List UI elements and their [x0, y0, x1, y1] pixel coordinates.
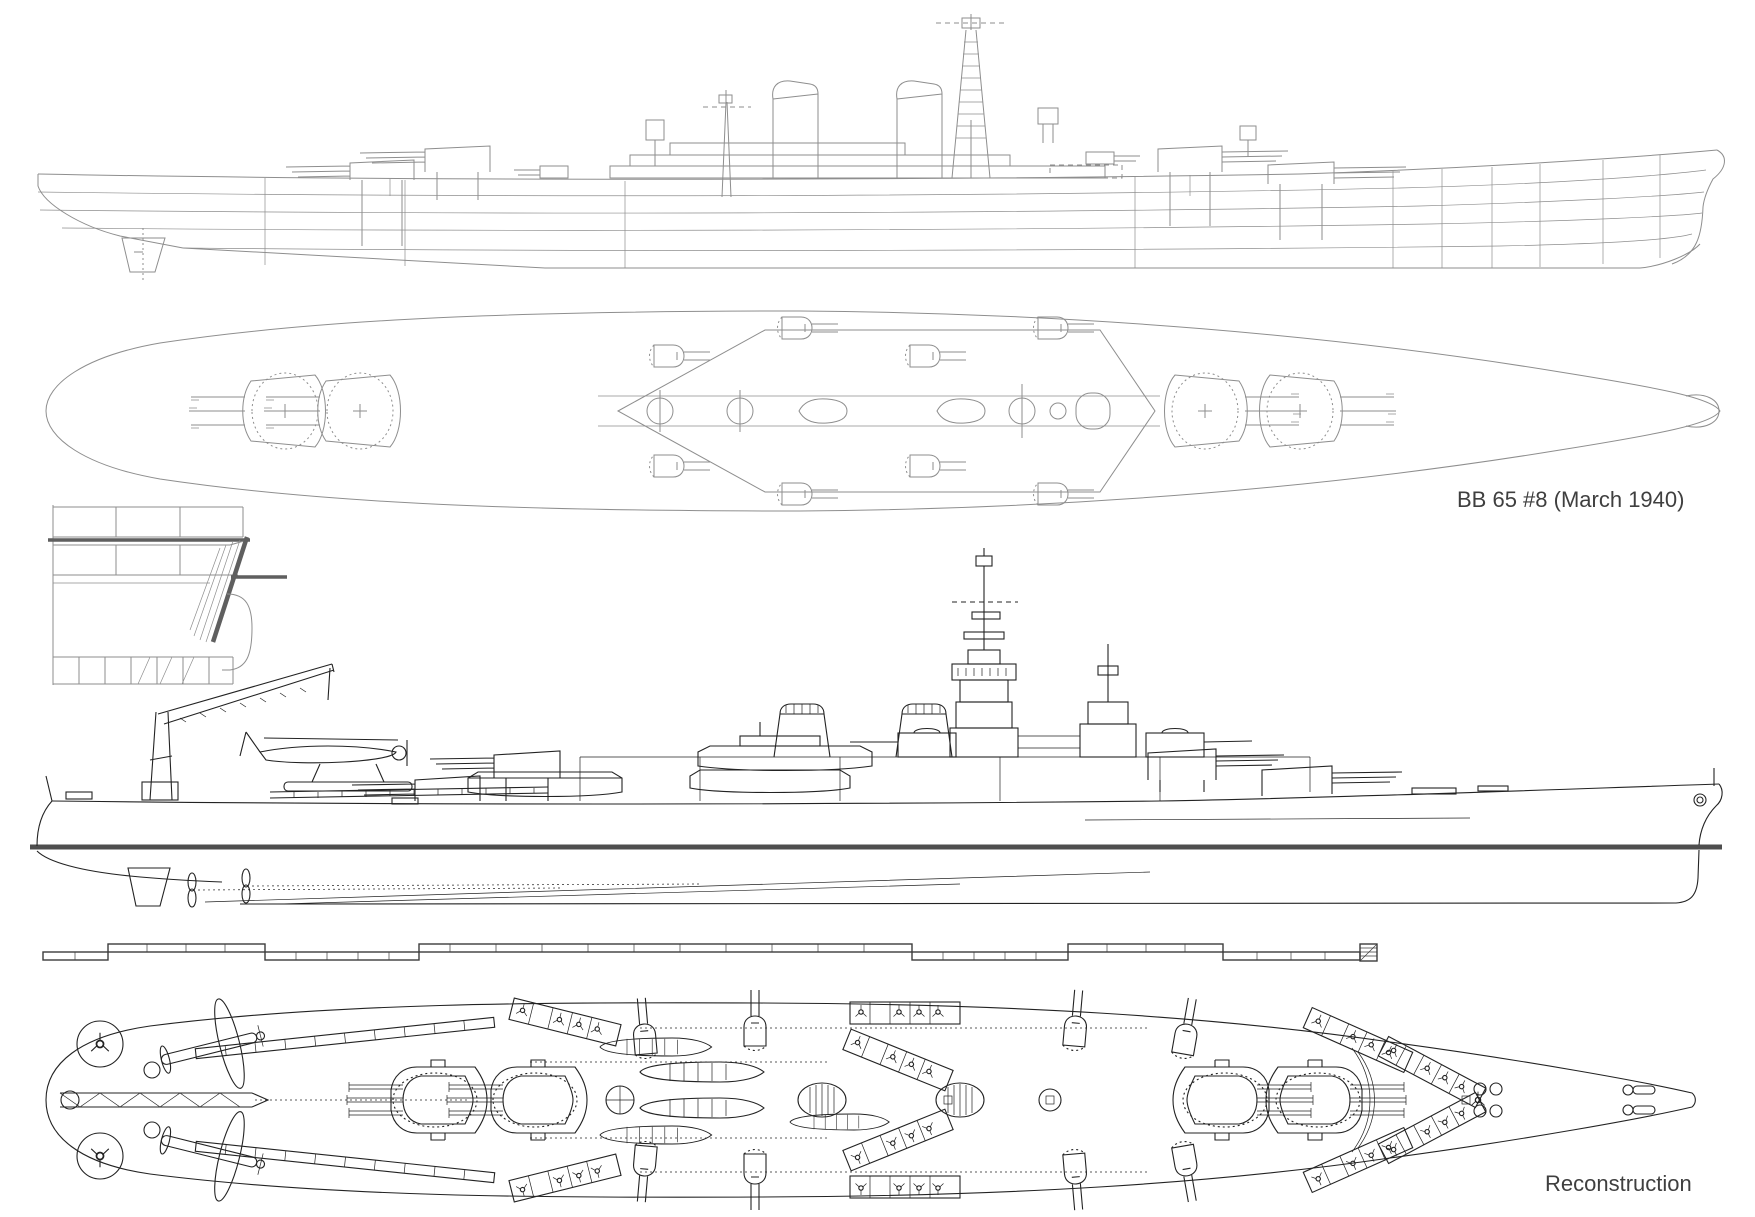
breakwater: [1351, 1047, 1375, 1153]
plan-1940-view: [45, 310, 1721, 512]
secondary-mounts: [850, 727, 1253, 758]
funnel-plan: [797, 1082, 985, 1118]
tower-mast: [949, 548, 1019, 758]
main-turret: [1172, 1059, 1314, 1141]
bow-detail-inset: [48, 505, 287, 685]
funnel-outline: [798, 398, 848, 424]
superstructure-plan: [598, 329, 1160, 493]
main-turret: [1265, 1059, 1407, 1141]
main-turrets: [351, 748, 1403, 801]
deck-fittings: [45, 768, 1715, 807]
seaplane: [239, 731, 413, 792]
deck-features-port: [76, 988, 1486, 1107]
main-turret: [263, 372, 401, 450]
funnels: [773, 703, 953, 758]
superstructure: [514, 107, 1257, 179]
centerline-features: [59, 1037, 1486, 1145]
side-profile-1940-view: [37, 14, 1725, 281]
reconstruction-label: Reconstruction: [1545, 1171, 1692, 1196]
bow-fittings: [1473, 1082, 1656, 1118]
design-label: BB 65 #8 (March 1940): [1457, 487, 1685, 512]
armor-belt-strip: [42, 943, 1378, 962]
pole-mast: [703, 90, 751, 198]
aircraft-crane: [141, 663, 335, 801]
main-turret: [446, 1059, 588, 1141]
ships-boats: [467, 722, 873, 798]
reconstruction-side-profile-view: [30, 548, 1723, 908]
lattice-mast: [936, 14, 1006, 179]
bow-bulb: [1685, 394, 1720, 428]
funnel: [772, 80, 943, 178]
main-turrets: [285, 145, 1407, 246]
propellers: [187, 868, 701, 908]
secondary-battery-row: [649, 316, 1095, 368]
catapult: [269, 786, 549, 805]
scale-block: [1359, 943, 1378, 962]
rudder: [127, 867, 171, 907]
reconstruction-plan-view: [45, 988, 1696, 1211]
fore-tower: [1018, 644, 1137, 758]
main-turret: [1164, 372, 1302, 450]
funnel-outline: [936, 398, 986, 424]
